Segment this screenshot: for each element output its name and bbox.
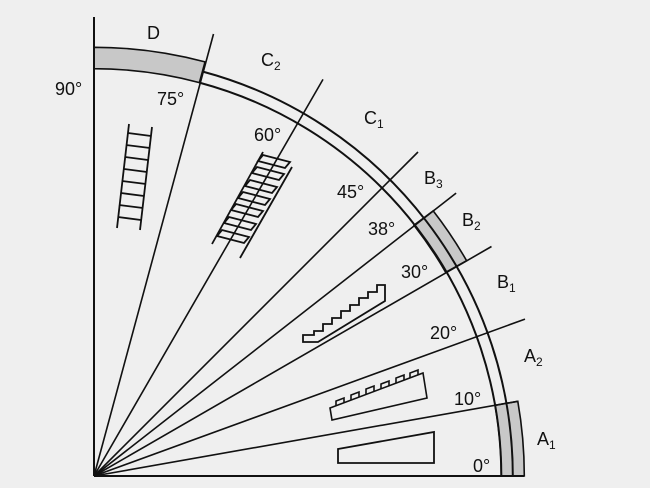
- zone-label-c2: C2: [261, 50, 281, 73]
- zone-label-a1: A1: [537, 429, 556, 452]
- zone-label-b2: B2: [462, 210, 481, 233]
- angle-label-0: 0°: [473, 456, 490, 476]
- ship-ladder-icon: [211, 151, 293, 259]
- zone-label-a2: A2: [524, 346, 543, 369]
- angle-label-45: 45°: [337, 182, 364, 202]
- outer-arc: [202, 70, 514, 477]
- angle-label-60: 60°: [254, 125, 281, 145]
- angle-label-38: 38°: [368, 219, 395, 239]
- radial-line-75: [93, 33, 215, 477]
- angle-label-75: 75°: [157, 89, 184, 109]
- angle-label-90: 90°: [55, 79, 82, 99]
- radial-line-10: [93, 400, 518, 477]
- zone-label-d: D: [147, 23, 160, 43]
- inner-arc: [199, 81, 503, 477]
- stairs-icon: [302, 284, 386, 343]
- ladder-icon: [116, 123, 153, 231]
- angle-label-20: 20°: [430, 323, 457, 343]
- angle-labels: 0° 10° 20° 30° 38° 45° 60° 75° 90°: [55, 79, 490, 476]
- radial-line-60: [93, 78, 324, 477]
- zone-labels: A1 A2 B1 B2 B3 C1 C2 D: [147, 23, 556, 452]
- stepped-ramp-icon: [329, 368, 428, 421]
- radial-line-30: [93, 245, 492, 477]
- angle-label-30: 30°: [401, 262, 428, 282]
- radial-line-45: [93, 151, 419, 477]
- radial-line-20: [93, 318, 526, 477]
- ramp-icon: [337, 430, 435, 464]
- zone-label-b3: B3: [424, 168, 443, 191]
- radial-line-38: [93, 192, 457, 477]
- zone-label-b1: B1: [497, 272, 516, 295]
- angle-label-10: 10°: [454, 389, 481, 409]
- radial-lines: [93, 33, 526, 477]
- zone-label-c1: C1: [364, 108, 384, 131]
- band-d-shaded: [93, 46, 206, 84]
